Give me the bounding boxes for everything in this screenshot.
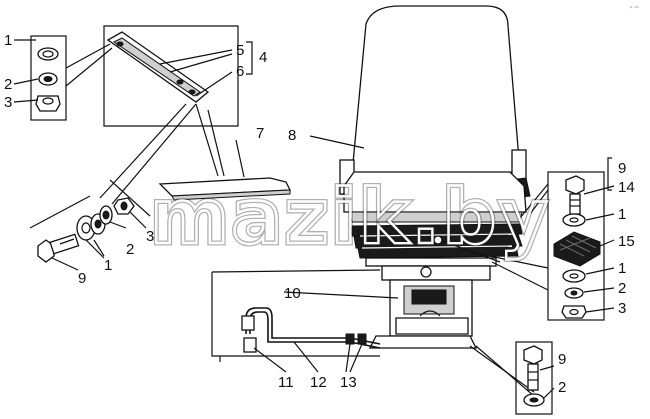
callout-3-left: 3	[146, 228, 154, 245]
bracket-4	[246, 41, 253, 75]
callout-12: 12	[310, 374, 327, 391]
callout-6: 6	[236, 63, 244, 80]
callout-3-right: 3	[618, 300, 626, 317]
svg-text:mazik.by: mazik.by	[150, 172, 550, 261]
callout-13: 13	[340, 374, 357, 391]
callout-9-bottom: 9	[558, 351, 566, 368]
bolt-group-left	[29, 179, 151, 271]
callout-2-bottom: 2	[558, 379, 566, 396]
callout-1-right-lower: 1	[618, 260, 626, 277]
fastener-box-bottom-right	[515, 341, 555, 415]
seat-pan	[343, 171, 527, 267]
suspension-base-10	[283, 265, 491, 349]
callout-3: 3	[4, 94, 12, 111]
callout-1-left: 1	[104, 257, 112, 274]
callout-9-right: 9	[618, 160, 626, 177]
callout-10: 10	[284, 285, 301, 302]
corner-mark: ᵖ ˢˢ	[630, 5, 639, 12]
callout-11: 11	[278, 374, 294, 391]
watermark: mazik.by mazik.by	[148, 170, 551, 264]
callout-9-left: 9	[78, 270, 86, 287]
seat-cushion-7	[158, 139, 292, 201]
callout-1-right: 1	[618, 206, 626, 223]
callout-14: 14	[618, 179, 635, 196]
callout-8: 8	[288, 127, 296, 144]
callout-15: 15	[618, 233, 635, 250]
svg-text:mazik.by: mazik.by	[150, 172, 550, 261]
callout-2: 2	[4, 76, 12, 93]
callout-4: 4	[259, 49, 267, 66]
callout-5: 5	[236, 42, 244, 59]
callout-2-right: 2	[618, 280, 626, 297]
callout-7: 7	[256, 125, 264, 142]
fastener-box-top-left	[30, 35, 67, 121]
floor-and-hose	[211, 269, 535, 397]
fastener-box-right	[479, 157, 615, 321]
seat-backrest-8	[309, 5, 531, 199]
callout-2-left: 2	[126, 241, 134, 258]
bracket-plate-box	[103, 25, 239, 127]
leaders-top-left	[13, 39, 233, 205]
callout-labels: 1 2 3 5 4 6 7 8 9 14 1 15 1 2 3 3 2 1 9 …	[4, 5, 639, 396]
callout-1: 1	[4, 32, 12, 49]
